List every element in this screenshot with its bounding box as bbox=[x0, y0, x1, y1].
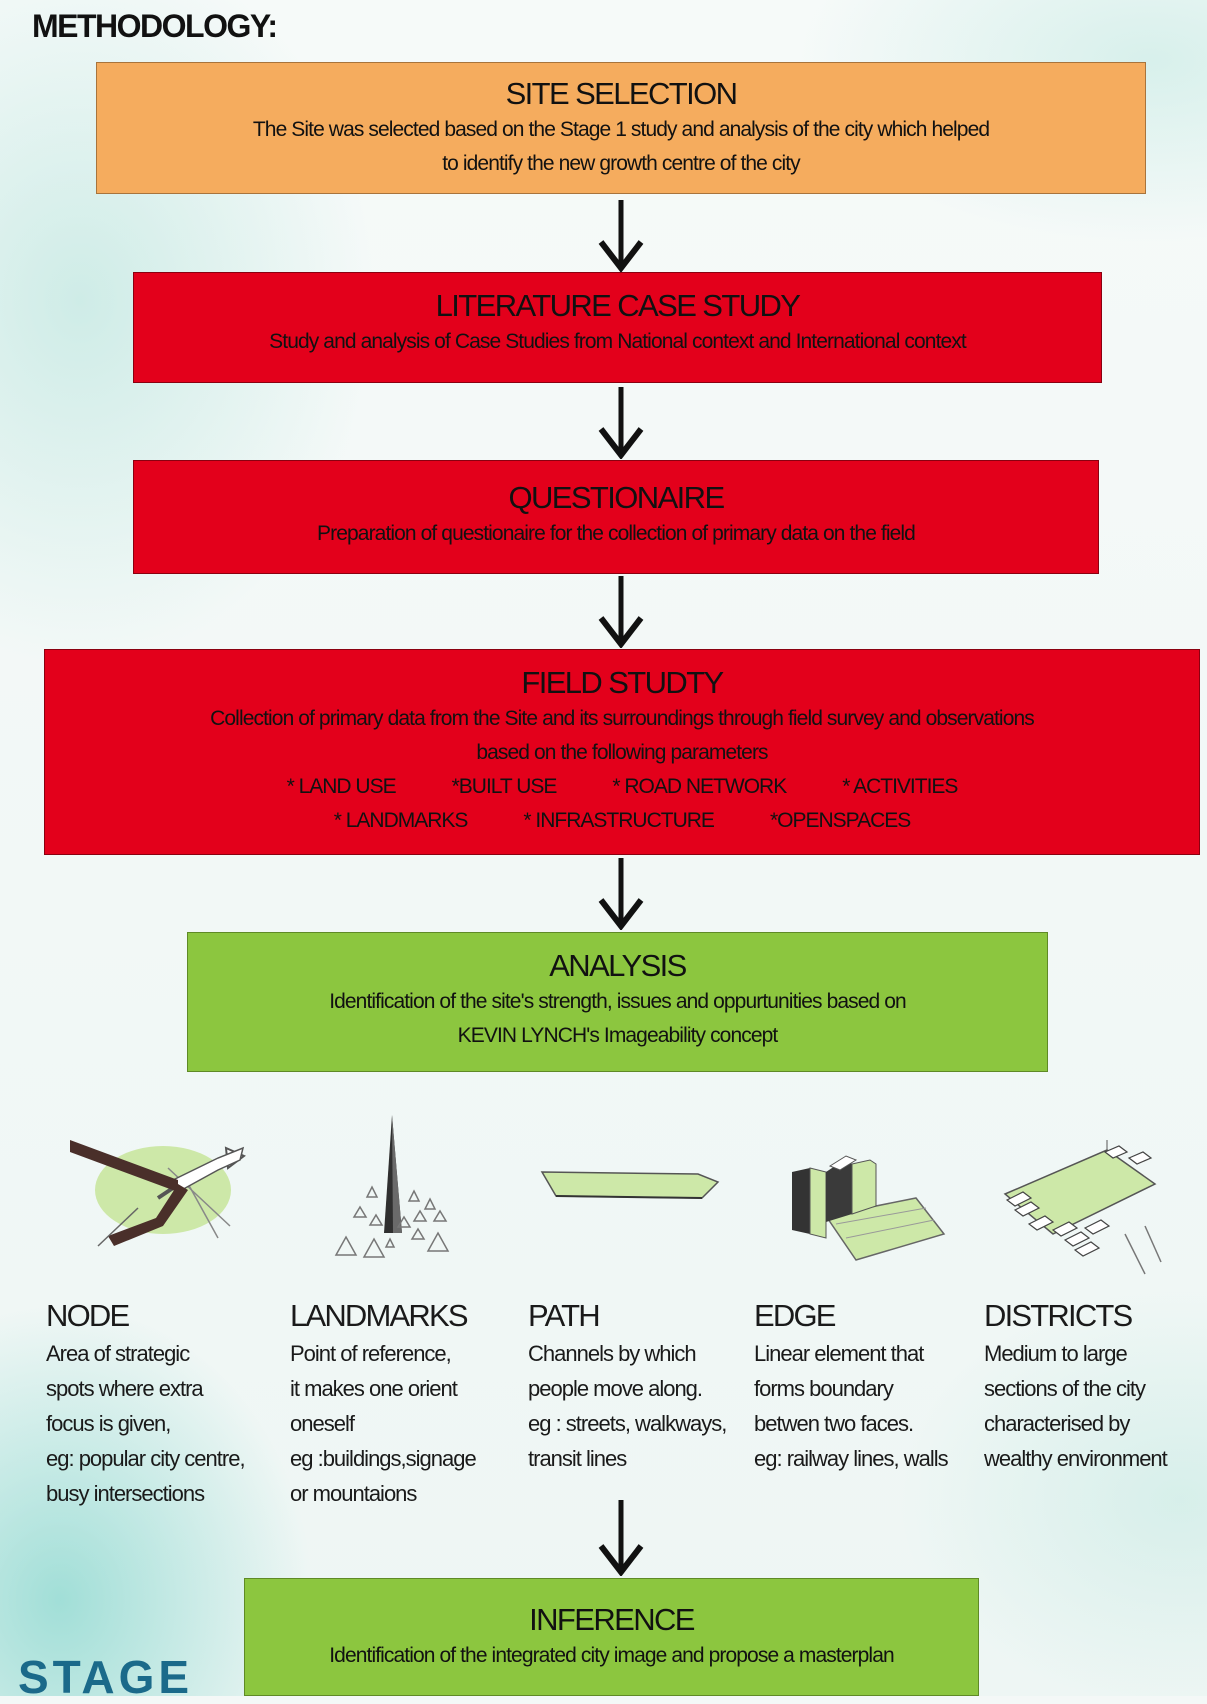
element-landmarks: LANDMARKS Point of reference, it makes o… bbox=[290, 1296, 477, 1511]
landmark-icon bbox=[334, 1115, 450, 1258]
box-description-line: based on the following parameters bbox=[476, 741, 768, 764]
parameter-label: * LAND USE bbox=[286, 775, 397, 798]
parameters-row-1: * LAND USE *BUILT USE * ROAD NETWORK * ACTI… bbox=[45, 770, 1199, 804]
box-heading: SITE SELECTION bbox=[505, 76, 738, 111]
box-description-line: Study and analysis of Case Studies from … bbox=[269, 330, 967, 353]
element-heading: PATH bbox=[528, 1298, 601, 1333]
parameter-label: * LANDMARKS bbox=[333, 809, 469, 832]
element-description: Channels by which people move along. eg … bbox=[528, 1341, 727, 1471]
box-heading: LITERATURE CASE STUDY bbox=[435, 288, 801, 323]
parameter-label: * INFRASTRUCTURE bbox=[523, 809, 715, 832]
parameter-label: *OPENSPACES bbox=[769, 809, 911, 832]
literature-case-study-box: LITERATURE CASE STUDY Study and analysis… bbox=[133, 272, 1102, 383]
element-heading: DISTRICTS bbox=[984, 1298, 1133, 1333]
element-edge: EDGE Linear element that forms boundary … bbox=[754, 1296, 949, 1476]
box-heading: QUESTIONAIRE bbox=[508, 480, 725, 515]
down-arrow-icon bbox=[598, 576, 644, 648]
node-icon bbox=[70, 1140, 246, 1247]
edge-icon bbox=[792, 1155, 946, 1261]
element-heading: LANDMARKS bbox=[290, 1298, 469, 1333]
down-arrow-icon bbox=[598, 1500, 644, 1576]
box-description-line: KEVIN LYNCH's Imageability concept bbox=[457, 1024, 779, 1047]
inference-box: INFERENCE Identification of the integrat… bbox=[244, 1578, 979, 1696]
element-heading: EDGE bbox=[754, 1298, 836, 1333]
questionaire-box: QUESTIONAIRE Preparation of questionaire… bbox=[133, 460, 1099, 574]
element-description: Area of strategic spots where extra focu… bbox=[46, 1341, 246, 1506]
element-districts: DISTRICTS Medium to large sections of th… bbox=[984, 1296, 1168, 1476]
district-icon bbox=[1003, 1140, 1162, 1275]
box-heading: INFERENCE bbox=[529, 1602, 695, 1637]
element-heading: NODE bbox=[46, 1298, 130, 1333]
down-arrow-icon bbox=[598, 387, 644, 459]
site-selection-box: SITE SELECTION The Site was selected bas… bbox=[96, 62, 1146, 194]
analysis-box: ANALYSIS Identification of the site's st… bbox=[187, 932, 1048, 1072]
box-heading: FIELD STUDTY bbox=[521, 665, 724, 700]
down-arrow-icon bbox=[598, 200, 644, 272]
box-heading: ANALYSIS bbox=[549, 948, 687, 983]
box-description-line: The Site was selected based on the Stage… bbox=[252, 118, 990, 141]
field-study-box: FIELD STUDTY Collection of primary data … bbox=[44, 649, 1200, 855]
parameter-label: * ACTIVITIES bbox=[842, 775, 958, 798]
path-icon bbox=[540, 1171, 720, 1199]
element-node: NODE Area of strategic spots where extra… bbox=[46, 1296, 246, 1511]
parameter-label: * ROAD NETWORK bbox=[612, 775, 787, 798]
box-description-line: Preparation of questionaire for the coll… bbox=[317, 522, 916, 545]
stage-fragment-text: STAGE bbox=[18, 1651, 194, 1703]
element-description: Medium to large sections of the city cha… bbox=[984, 1341, 1168, 1471]
box-description-line: Collection of primary data from the Site… bbox=[210, 707, 1035, 730]
box-description-line: to identify the new growth centre of the… bbox=[442, 152, 800, 175]
element-description: Point of reference, it makes one orient … bbox=[290, 1341, 477, 1506]
element-description: Linear element that forms boundary betwe… bbox=[754, 1341, 949, 1471]
box-description-line: Identification of the site's strength, i… bbox=[329, 990, 907, 1013]
parameter-label: *BUILT USE bbox=[451, 775, 558, 798]
page-title: METHODOLOGY: bbox=[32, 8, 278, 44]
parameters-row-2: * LANDMARKS * INFRASTRUCTURE *OPENSPACES bbox=[45, 804, 1199, 838]
down-arrow-icon bbox=[598, 858, 644, 930]
element-path: PATH Channels by which people move along… bbox=[528, 1296, 727, 1476]
box-description-line: Identification of the integrated city im… bbox=[329, 1644, 894, 1667]
